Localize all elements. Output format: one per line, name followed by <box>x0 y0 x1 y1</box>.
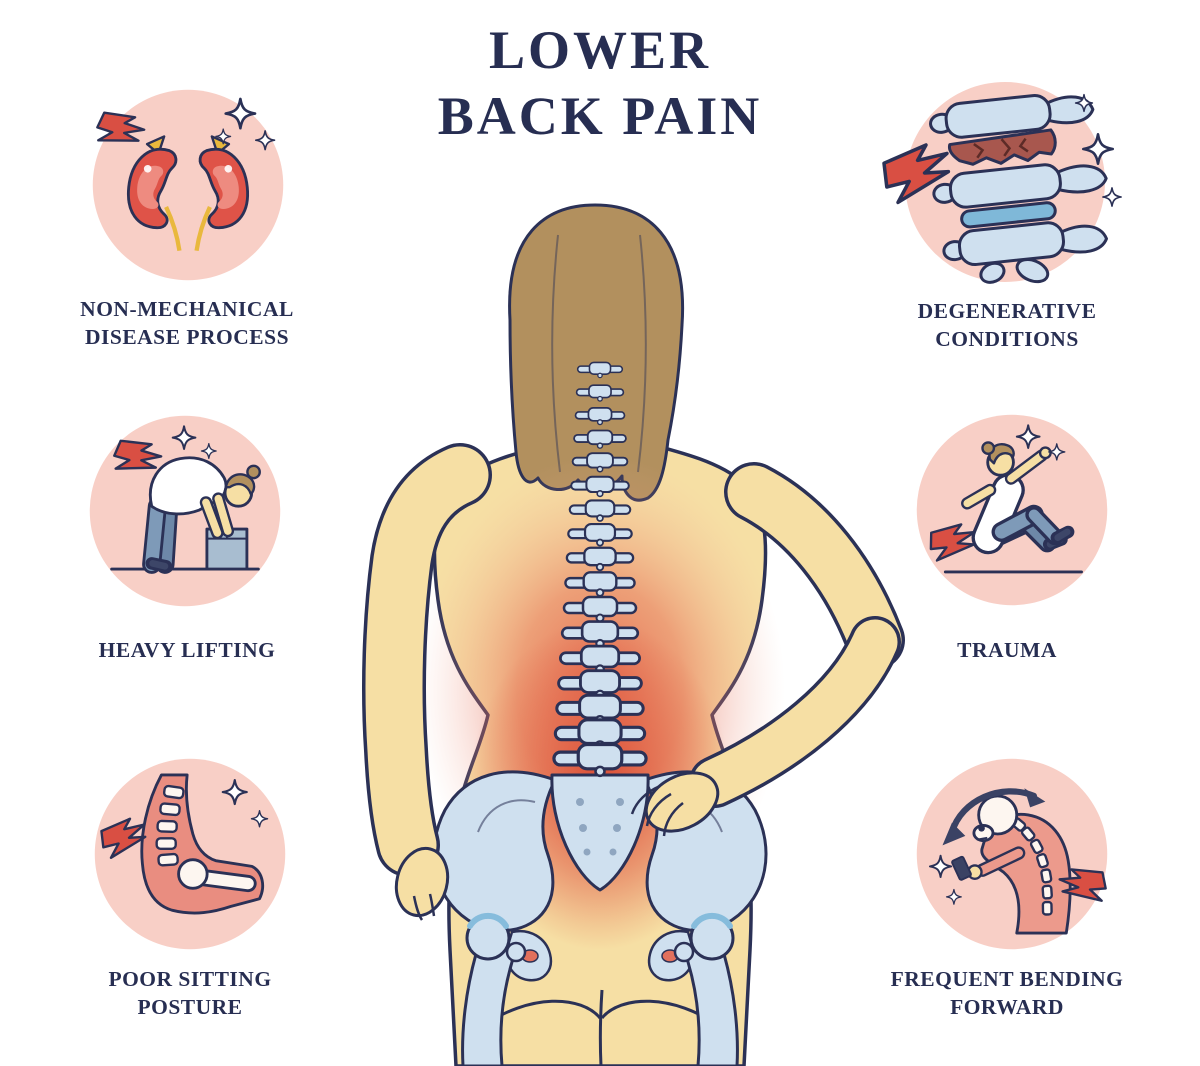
person-falling-icon <box>912 410 1112 610</box>
cause-label-heavy-lifting: HEAVY LIFTING <box>98 638 276 662</box>
sitting-hip-spine-icon <box>90 754 290 954</box>
kidneys-icon <box>88 85 288 285</box>
person-lifting-box-icon <box>85 411 285 611</box>
damaged-vertebrae-icon <box>880 57 1130 307</box>
cause-label-frequent-bending-forward: FREQUENT BENDING FORWARD <box>890 967 1124 1019</box>
right-arm <box>630 462 905 837</box>
back-pain-figure <box>330 190 920 1066</box>
page-title: LOWER BACK PAIN <box>437 20 763 146</box>
hand-on-back <box>630 771 720 837</box>
cause-label-trauma: TRAUMA <box>957 638 1057 662</box>
left-arm <box>362 443 492 921</box>
bent-neck-phone-icon <box>912 754 1112 954</box>
cause-label-poor-sitting-posture: POOR SITTING POSTURE <box>108 967 272 1019</box>
cause-label-degenerative-conditions: DEGENERATIVE CONDITIONS <box>917 299 1097 351</box>
cause-label-non-mechanical: NON-MECHANICAL DISEASE PROCESS <box>80 297 294 349</box>
